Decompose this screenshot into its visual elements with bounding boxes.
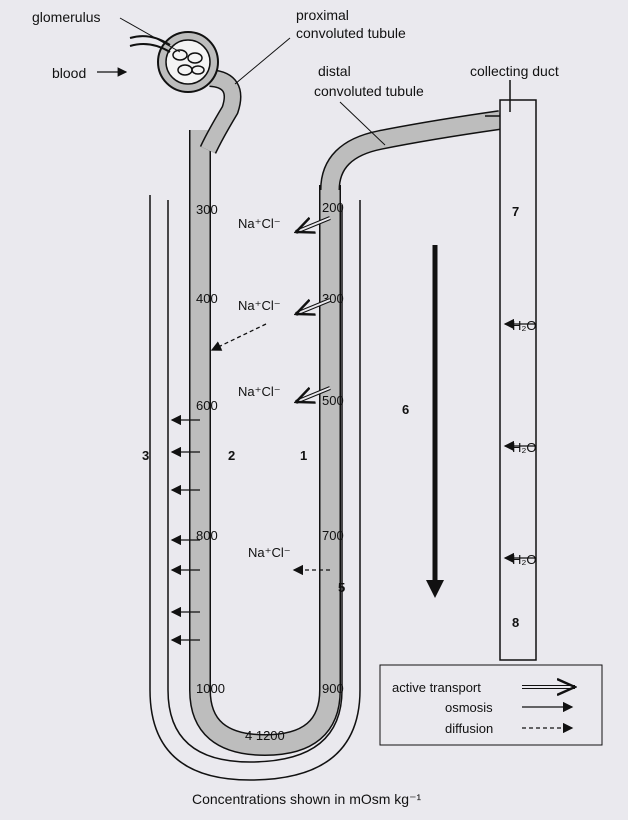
h2o-label-1: H₂O [512, 318, 537, 333]
na-cl-label-2: Na⁺Cl⁻ [238, 298, 281, 313]
conc-asc-900: 900 [322, 681, 344, 696]
region-number-5: 5 [338, 580, 345, 595]
legend-diffusion-label: diffusion [445, 721, 493, 736]
dct-label-line1: distal [318, 63, 351, 79]
legend: active transport osmosis diffusion [379, 664, 603, 746]
pct-label-line2: convoluted tubule [296, 25, 406, 41]
region-number-1: 1 [300, 448, 307, 463]
region-number-8: 8 [512, 615, 519, 630]
osmosis-arrows-descending [170, 414, 200, 646]
blood-label: blood [52, 65, 86, 81]
pct-label-line1: proximal [296, 7, 349, 23]
conc-desc-1000: 1000 [196, 681, 225, 696]
conc-asc-200: 200 [322, 200, 344, 215]
region-number-7: 7 [512, 204, 519, 219]
concentration-arrowhead [426, 580, 444, 598]
na-cl-label-3: Na⁺Cl⁻ [238, 384, 281, 399]
conc-asc-700: 700 [322, 528, 344, 543]
conc-desc-400: 400 [196, 291, 218, 306]
proximal-tubule [199, 69, 242, 154]
collecting-duct [485, 80, 537, 661]
region-number-6: 6 [402, 402, 409, 417]
region-number-3: 3 [142, 448, 149, 463]
glomerulus-label: glomerulus [32, 9, 100, 25]
na-cl-label-4: Na⁺Cl⁻ [248, 545, 291, 560]
glomerulus-capsule [129, 31, 219, 93]
conc-desc-600: 600 [196, 398, 218, 413]
h2o-label-2: H₂O [512, 440, 537, 455]
conc-desc-800: 800 [196, 528, 218, 543]
collecting-duct-label: collecting duct [470, 63, 559, 79]
capillary-vessel [149, 195, 361, 781]
na-cl-label-1: Na⁺Cl⁻ [238, 216, 281, 231]
diffusion-arrow-1 [210, 323, 267, 351]
glomerulus-leader [119, 17, 181, 53]
conc-bottom-1200: 4 1200 [245, 728, 285, 743]
loop-of-henle [189, 130, 341, 757]
dct-leader [339, 101, 386, 146]
h2o-label-3: H₂O [512, 552, 537, 567]
caption: Concentrations shown in mOsm kg⁻¹ [192, 791, 421, 807]
distal-tubule [320, 110, 502, 191]
legend-osmosis-label: osmosis [445, 700, 493, 715]
legend-active-transport-label: active transport [392, 680, 481, 695]
conc-desc-300: 300 [196, 202, 218, 217]
conc-asc-500: 500 [322, 393, 344, 408]
region-number-2: 2 [228, 448, 235, 463]
dct-label-line2: convoluted tubule [314, 83, 424, 99]
pct-leader [234, 37, 291, 85]
